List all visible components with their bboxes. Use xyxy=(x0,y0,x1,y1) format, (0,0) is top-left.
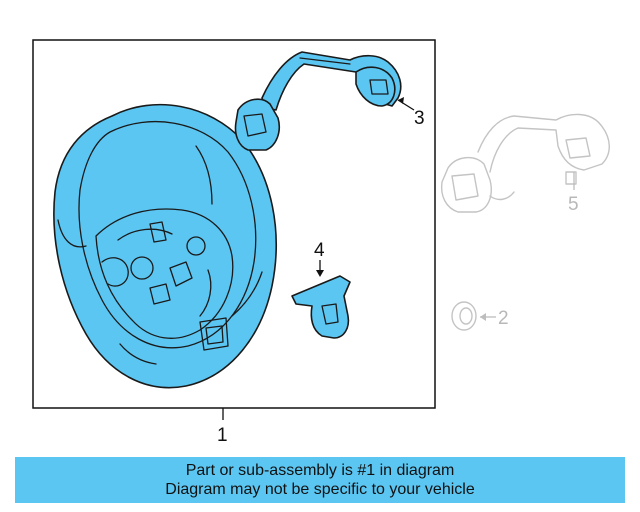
ghost-switch-part-5 xyxy=(440,113,610,213)
callout-2: 2 xyxy=(498,308,509,329)
callout-3: 3 xyxy=(414,108,425,129)
callout-1: 1 xyxy=(217,425,228,446)
callout-5: 5 xyxy=(568,194,579,215)
callout-4: 4 xyxy=(314,240,325,261)
assembly-frame xyxy=(32,39,436,409)
info-banner-line-2: Diagram may not be specific to your vehi… xyxy=(165,481,475,498)
switch-assembly-part-3[interactable] xyxy=(234,51,402,151)
steering-wheel-part-1[interactable] xyxy=(53,103,277,389)
info-banner-line-1: Part or sub-assembly is #1 in diagram xyxy=(185,462,455,479)
parts-diagram: 1 3 4 5 2 xyxy=(32,39,610,446)
bezel-part-4[interactable] xyxy=(291,275,351,339)
info-banner: Part or sub-assembly is #1 in diagram Di… xyxy=(15,457,625,503)
ghost-grommet-part-2 xyxy=(451,301,477,331)
